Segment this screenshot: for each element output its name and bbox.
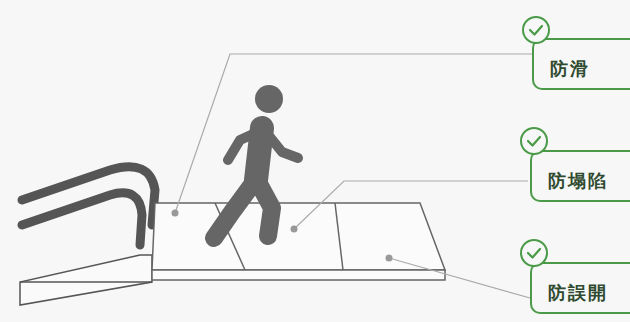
escalator [20,255,152,305]
landing-plate [152,203,445,280]
callout-text: 防滑 [550,57,590,81]
callout-text: 防塌陷 [548,169,608,193]
handrail [22,167,155,245]
check-icon [518,237,550,269]
person [214,85,298,238]
leader-dot [172,210,393,262]
callout-box: 防誤開 [530,262,630,314]
check-icon [520,14,552,46]
leader-line [175,54,532,298]
callout-box: 防滑 [532,38,630,90]
check-icon [518,125,550,157]
callout-box: 防塌陷 [530,150,630,202]
callout-text: 防誤開 [548,281,608,305]
